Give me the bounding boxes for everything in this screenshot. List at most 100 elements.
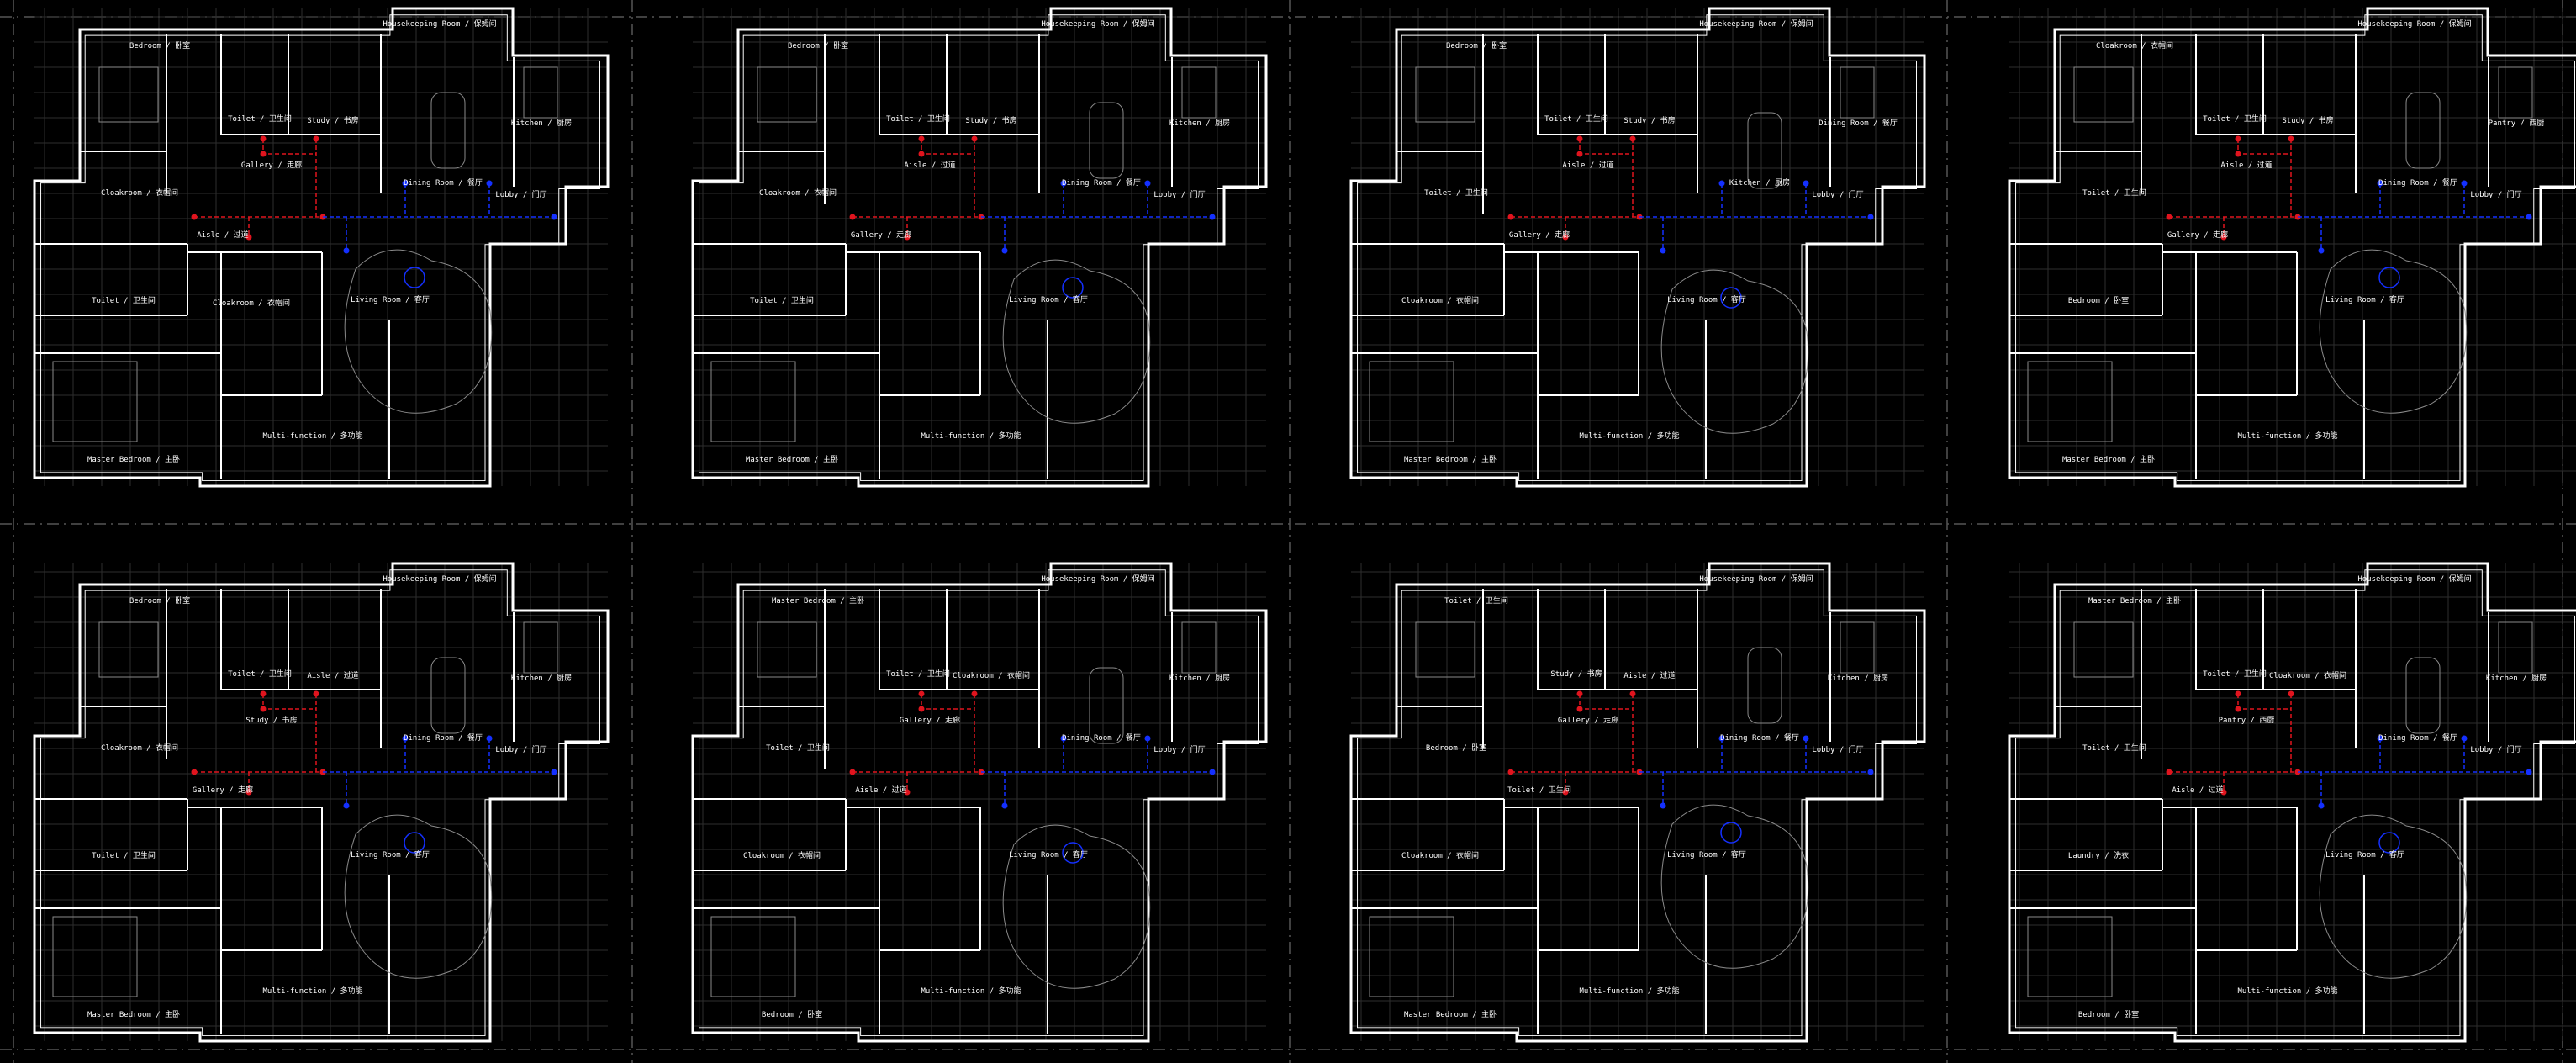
red-node-icon [1507,214,1514,220]
rug-icon [344,814,493,979]
room-label: Cloakroom / 衣帽间 [101,188,178,198]
blue-circulation-path [1639,183,1871,251]
red-node-icon [2235,151,2241,157]
room-label: Lobby / 门厅 [2470,189,2521,199]
room-label: Living Room / 客厅 [2325,294,2404,304]
room-label: Toilet / 卫生间 [886,669,950,679]
bed-icon [98,66,159,123]
red-node-icon [1576,135,1583,142]
red-node-icon [918,706,925,712]
room-label: Housekeeping Room / 保姆间 [2357,19,2471,29]
room-label: Living Room / 客厅 [1009,294,1088,304]
interior-wall-line [699,569,1259,1037]
room-label: Cloakroom / 衣帽间 [759,188,837,198]
red-node-icon [1576,151,1583,157]
room-label: Aisle / 过道 [2220,160,2272,170]
room-label: Housekeeping Room / 保姆间 [1041,19,1154,29]
room-label: Multi-function / 多功能 [1579,431,1679,441]
room-label: Study / 书房 [965,115,1016,125]
red-node-icon [260,706,267,712]
blue-node-icon [2377,180,2383,187]
blue-node-icon [1060,180,1067,187]
kitchen-counter-icon [1181,621,1217,674]
room-label: Living Room / 客厅 [1667,294,1746,304]
room-label: Bedroom / 卧室 [129,40,190,50]
room-label: Study / 书房 [1550,669,1602,679]
room-label: Cloakroom / 衣帽间 [101,743,178,753]
room-label: Aisle / 过道 [1562,160,1613,170]
room-label: Gallery / 走廊 [1558,715,1618,725]
room-label: Dining Room / 餐厅 [2378,732,2457,743]
blue-node-icon [1144,735,1151,742]
room-label: Bedroom / 卧室 [2078,1009,2139,1019]
blue-node-icon [2461,735,2468,742]
dining-table-icon [1089,667,1124,744]
blue-node-icon [2318,802,2325,809]
room-label: Toilet / 卫生间 [228,669,292,679]
room-label: Kitchen / 厨房 [1169,673,1230,683]
room-label: Living Room / 客厅 [2325,849,2404,859]
room-label: Toilet / 卫生间 [2082,743,2146,753]
room-label: Kitchen / 厨房 [511,673,572,683]
dining-table-icon [2405,657,2441,734]
room-label: Multi-function / 多功能 [262,431,362,441]
interior-wall-line [699,14,1259,482]
red-node-icon [918,690,925,697]
blue-node-icon [551,769,557,775]
red-node-icon [1629,135,1636,142]
room-label: Master Bedroom / 主卧 [2062,454,2155,464]
exterior-wall [691,7,1268,488]
dining-table-icon [430,92,466,169]
master-bed-icon [1369,361,1454,442]
blue-node-icon [402,735,409,742]
room-label: Cloakroom / 衣帽间 [1401,295,1479,305]
room-label: Study / 书房 [1623,115,1675,125]
blue-node-icon [1660,802,1666,809]
blue-node-icon [2461,180,2468,187]
room-label: Master Bedroom / 主卧 [1404,1009,1497,1019]
red-node-icon [2288,135,2294,142]
plant-icon [1720,822,1742,844]
exterior-wall [691,562,1268,1043]
bed-icon [757,621,817,678]
exterior-wall [2008,7,2576,488]
plant-icon [1062,842,1084,864]
dining-table-icon [2405,92,2441,169]
room-label: Multi-function / 多功能 [262,986,362,996]
red-node-icon [2220,789,2227,796]
blue-node-icon [486,180,493,187]
room-label: Toilet / 卫生间 [2203,669,2267,679]
room-label: Master Bedroom / 主卧 [772,595,864,606]
room-label: Kitchen / 厨房 [2486,673,2547,683]
red-circulation-path [2169,139,2298,237]
red-node-icon [2235,690,2241,697]
rug-icon [1002,824,1151,989]
red-circulation-path [853,139,981,237]
room-label: Lobby / 门厅 [2470,744,2521,754]
dining-table-icon [1747,647,1782,724]
room-label: Master Bedroom / 主卧 [87,1009,180,1019]
blue-node-icon [1867,214,1874,220]
blue-node-icon [1144,180,1151,187]
blue-node-icon [343,802,350,809]
room-label: Toilet / 卫生间 [886,114,950,124]
interior-wall-line [2015,569,2575,1037]
red-node-icon [1576,690,1583,697]
room-label: Living Room / 客厅 [1009,849,1088,859]
room-label: Lobby / 门厅 [1153,744,1205,754]
red-node-icon [1629,690,1636,697]
red-node-icon [260,690,267,697]
room-label: Multi-function / 多功能 [2237,986,2337,996]
plant-icon [404,267,425,288]
exterior-wall [1349,7,1926,488]
rug-icon [1660,269,1809,434]
